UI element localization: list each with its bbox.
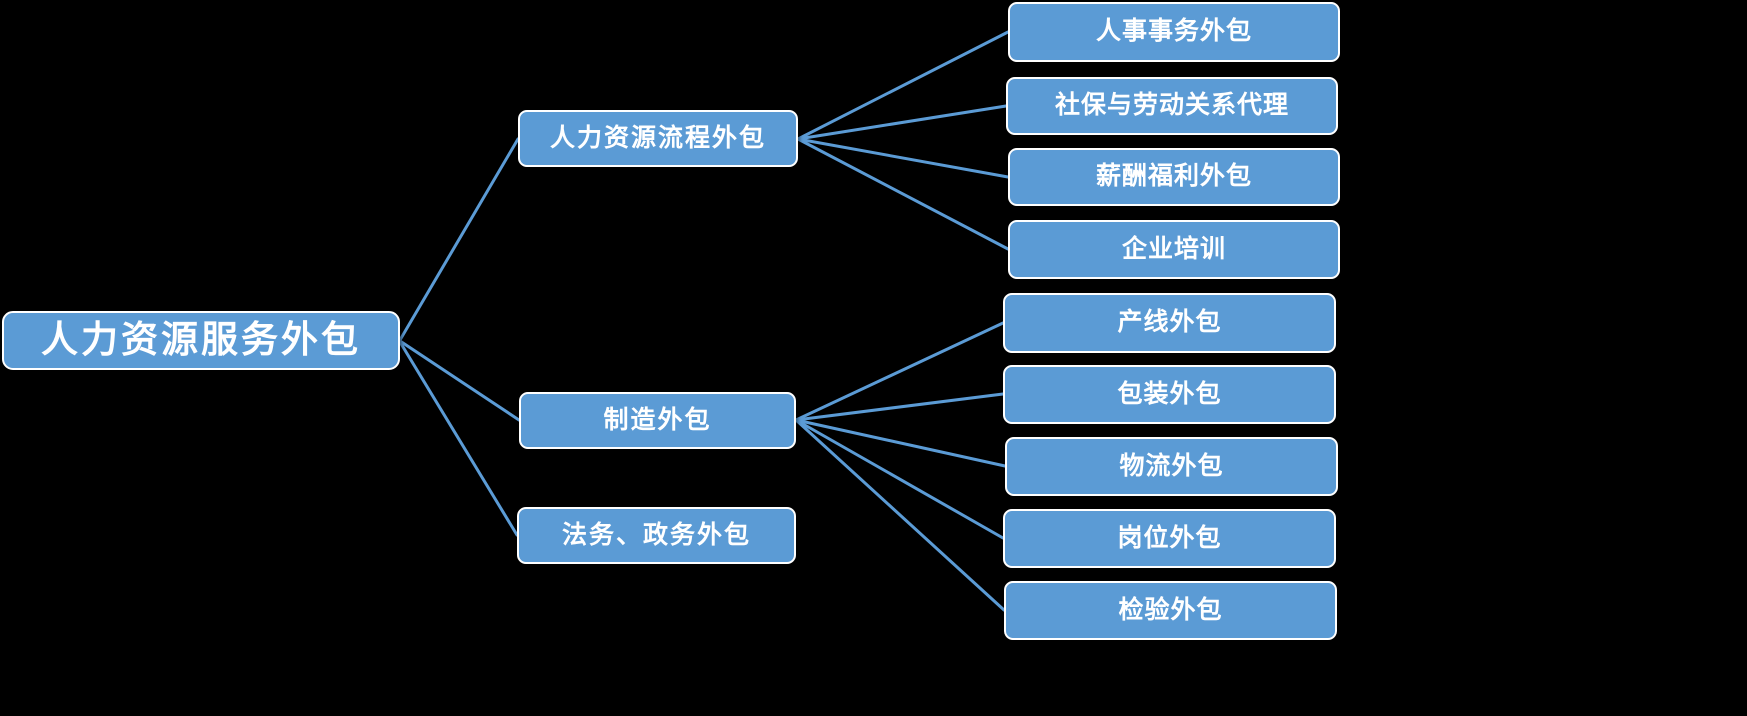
leaf-inspection-label: 检验外包: [1118, 595, 1223, 624]
branch-hr-process[interactable]: 人力资源流程外包: [518, 110, 798, 167]
branch-manufacturing-label: 制造外包: [603, 405, 712, 434]
connector-line: [398, 339, 521, 422]
connector-line: [794, 418, 1007, 468]
leaf-logistics-label: 物流外包: [1119, 451, 1224, 480]
connector-line: [794, 418, 1006, 612]
leaf-compensation-benefits[interactable]: 薪酬福利外包: [1008, 148, 1340, 206]
connector-line: [796, 104, 1008, 141]
leaf-production-line-label: 产线外包: [1117, 308, 1222, 337]
connector-line: [796, 30, 1010, 141]
branch-legal-government[interactable]: 法务、政务外包: [517, 507, 796, 564]
leaf-enterprise-training-label: 企业培训: [1121, 234, 1226, 263]
branch-legal-government-label: 法务、政务外包: [561, 520, 751, 549]
connector-line: [398, 340, 519, 537]
leaf-enterprise-training[interactable]: 企业培训: [1008, 220, 1340, 279]
leaf-social-insurance-label: 社保与劳动关系代理: [1054, 91, 1289, 120]
leaf-packaging[interactable]: 包装外包: [1003, 365, 1336, 424]
connector-line: [398, 137, 520, 342]
leaf-post-staffing-label: 岗位外包: [1117, 523, 1222, 552]
leaf-production-line[interactable]: 产线外包: [1003, 293, 1336, 353]
root[interactable]: 人力资源服务外包: [2, 311, 400, 370]
connector-line: [794, 321, 1005, 422]
leaf-social-insurance[interactable]: 社保与劳动关系代理: [1006, 77, 1338, 135]
connector-line: [794, 418, 1005, 540]
connector-line: [796, 137, 1010, 251]
connector-line: [794, 392, 1005, 422]
leaf-personnel-affairs[interactable]: 人事事务外包: [1008, 2, 1340, 62]
branch-manufacturing[interactable]: 制造外包: [519, 392, 796, 449]
leaf-compensation-benefits-label: 薪酬福利外包: [1095, 162, 1252, 191]
leaf-logistics[interactable]: 物流外包: [1005, 437, 1338, 496]
connector-line: [796, 137, 1010, 179]
branch-hr-process-label: 人力资源流程外包: [549, 123, 766, 152]
leaf-post-staffing[interactable]: 岗位外包: [1003, 509, 1336, 568]
root-label: 人力资源服务外包: [41, 319, 361, 361]
leaf-packaging-label: 包装外包: [1117, 379, 1222, 408]
leaf-inspection[interactable]: 检验外包: [1004, 581, 1337, 640]
leaf-personnel-affairs-label: 人事事务外包: [1095, 17, 1252, 46]
